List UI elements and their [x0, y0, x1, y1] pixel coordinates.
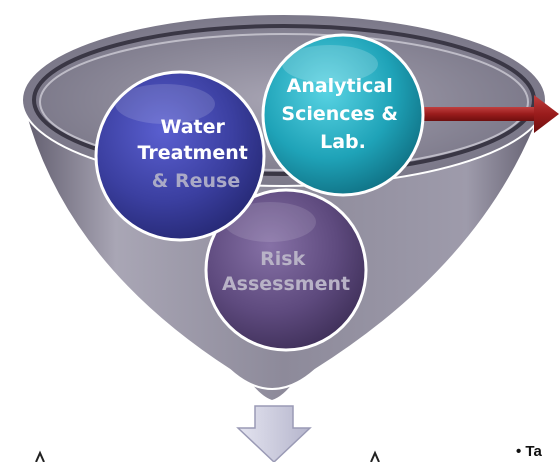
circle-water-treatment: Water Treatment & Reuse — [94, 70, 266, 242]
water-label-line2: Treatment — [138, 142, 248, 164]
water-label: Water Treatment & Reuse — [138, 116, 255, 192]
risk-label-line2: Assessment — [222, 273, 350, 295]
water-label-line1: Water — [160, 116, 225, 138]
water-label-line3: & Reuse — [152, 170, 240, 192]
analytical-label-line1: Analytical — [287, 75, 393, 97]
analytical-label-line3: Lab. — [320, 131, 366, 153]
down-arrow — [236, 405, 312, 462]
bottom-left-mark — [35, 450, 45, 462]
risk-label-line1: Risk — [260, 248, 305, 270]
bottom-right-mark — [370, 450, 380, 462]
circle-analytical-sciences: Analytical Sciences & Lab. — [261, 33, 425, 197]
right-arrow-shaft — [420, 107, 538, 121]
analytical-label: Analytical Sciences & Lab. — [281, 75, 404, 153]
right-arrow-head — [534, 95, 559, 133]
risk-label: Risk Assessment — [222, 248, 350, 295]
analytical-label-line2: Sciences & — [281, 103, 398, 125]
partial-bullet-text: • Ta — [516, 443, 542, 460]
circle-risk-assessment: Risk Assessment — [204, 188, 368, 352]
